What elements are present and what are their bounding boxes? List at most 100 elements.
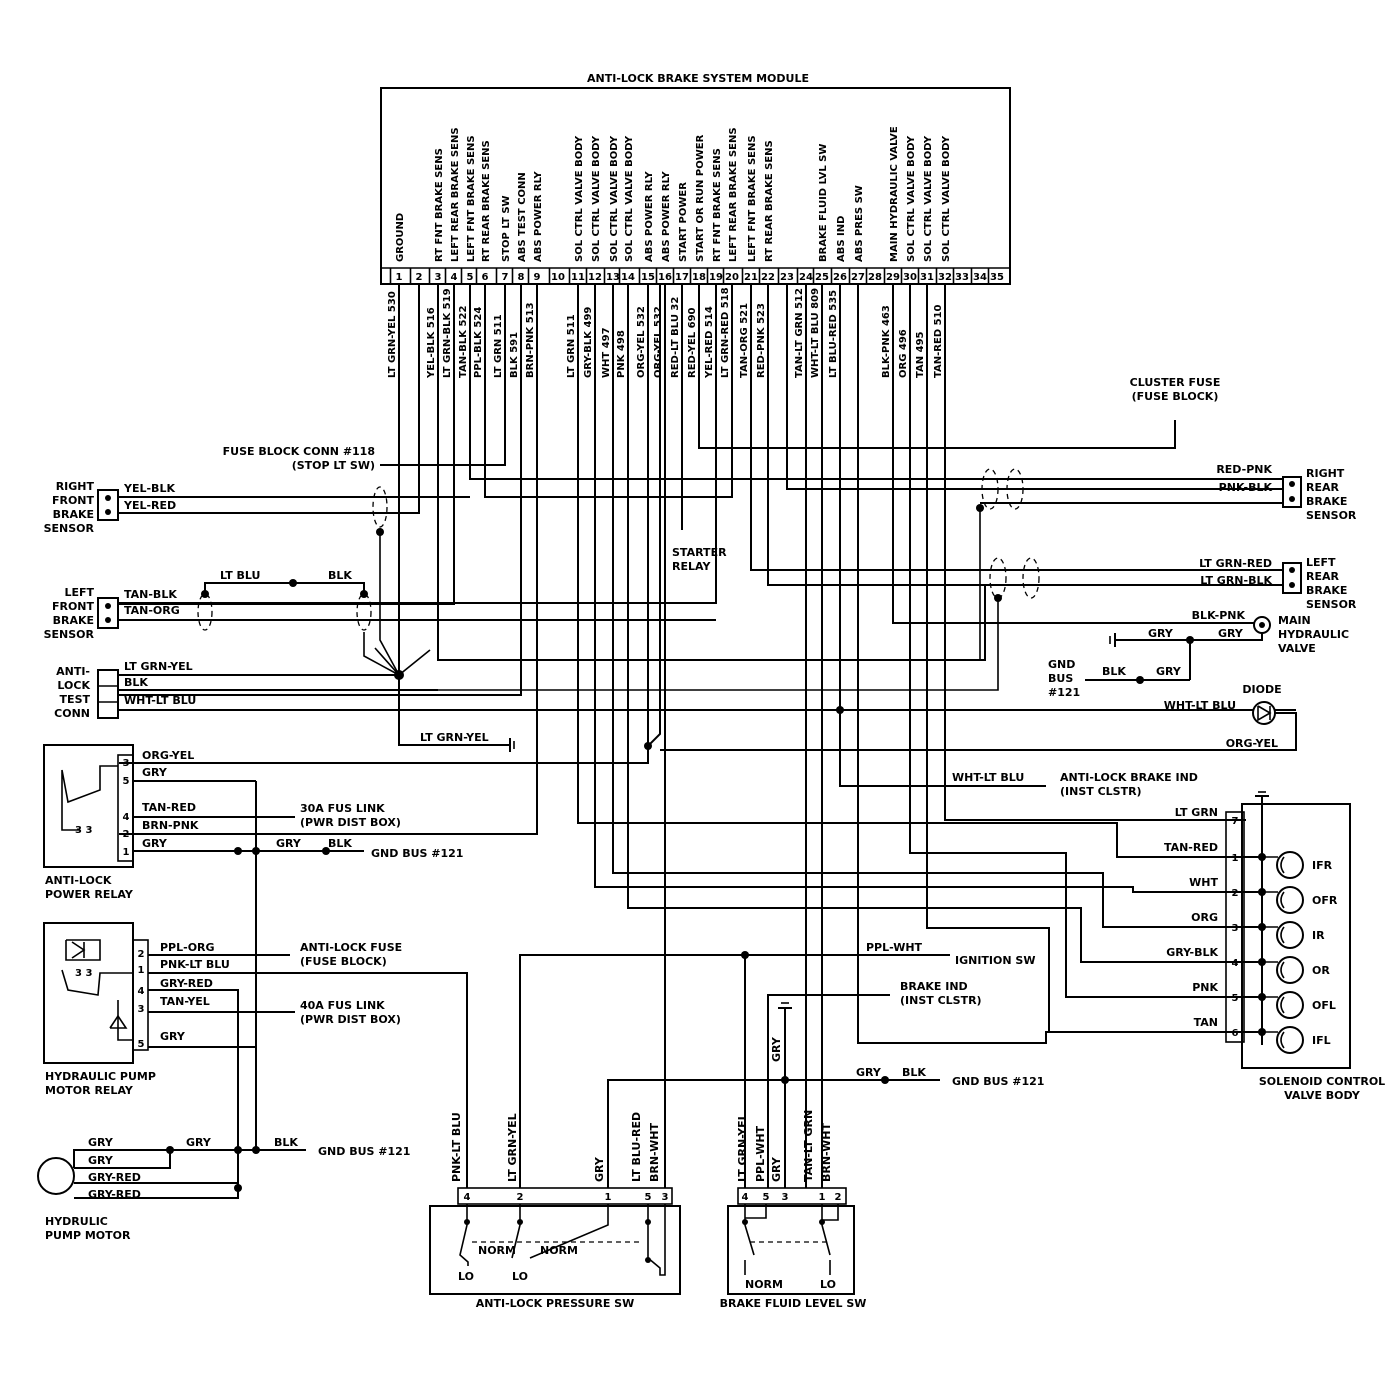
svg-text:(INST CLSTR): (INST CLSTR) bbox=[900, 994, 982, 1007]
svg-text:MAIN: MAIN bbox=[1278, 614, 1311, 627]
svg-text:BLK: BLK bbox=[124, 676, 148, 689]
svg-text:TAN-RED: TAN-RED bbox=[142, 801, 196, 814]
module-pin-13: 13 bbox=[606, 272, 620, 283]
pin-function-32: SOL CTRL VALVE BODY bbox=[941, 135, 952, 262]
pin-function-8: ABS TEST CONN bbox=[517, 172, 528, 262]
svg-text:(FUSE BLOCK): (FUSE BLOCK) bbox=[1132, 390, 1219, 403]
wire-label-32: TAN-RED 510 bbox=[933, 304, 944, 378]
svg-text:PNK-LT BLU: PNK-LT BLU bbox=[450, 1112, 463, 1182]
pin-function-17: START POWER bbox=[678, 182, 689, 262]
module-pin-29: 29 bbox=[886, 272, 900, 283]
svg-text:PNK-BLK: PNK-BLK bbox=[1219, 481, 1273, 494]
svg-text:BLK: BLK bbox=[274, 1136, 298, 1149]
svg-text:5: 5 bbox=[645, 1192, 652, 1203]
svg-text:LT GRN-YEL: LT GRN-YEL bbox=[506, 1113, 519, 1182]
svg-text:GND BUS #121: GND BUS #121 bbox=[318, 1145, 410, 1158]
pin-function-11: SOL CTRL VALVE BODY bbox=[574, 135, 585, 262]
module-pin-17: 17 bbox=[675, 272, 689, 283]
pin-function-25: BRAKE FLUID LVL SW bbox=[818, 144, 829, 262]
svg-text:5: 5 bbox=[138, 1039, 145, 1050]
svg-text:LEFT: LEFT bbox=[1306, 556, 1336, 569]
svg-text:WHT-LT BLU: WHT-LT BLU bbox=[952, 771, 1024, 784]
diode: DIODE WHT-LT BLU ORG-YEL bbox=[660, 683, 1297, 751]
svg-text:FRONT: FRONT bbox=[52, 494, 95, 507]
svg-text:WHT-LT BLU: WHT-LT BLU bbox=[124, 694, 196, 707]
module-pin-35: 35 bbox=[990, 272, 1004, 283]
svg-text:HYDRULIC: HYDRULIC bbox=[45, 1215, 108, 1228]
anti-lock-pressure-switch: 4 2 1 5 3 PNK-LT BLU LT GRN-YEL GRY LT B… bbox=[429, 1112, 681, 1310]
wire-label-6: PPL-BLK 524 bbox=[473, 307, 484, 378]
svg-text:ORG: ORG bbox=[1191, 911, 1218, 924]
svg-text:LT GRN-YEL: LT GRN-YEL bbox=[736, 1113, 749, 1182]
svg-text:3: 3 bbox=[123, 758, 130, 769]
svg-text:PPL-WHT: PPL-WHT bbox=[754, 1125, 767, 1182]
coil-ir: IR bbox=[1312, 929, 1325, 942]
wire-label-5: TAN-BLK 522 bbox=[458, 306, 469, 378]
svg-text:(STOP LT SW): (STOP LT SW) bbox=[292, 459, 375, 472]
pin-function-3: RT FNT BRAKE SENS bbox=[434, 148, 445, 262]
svg-text:PNK-LT BLU: PNK-LT BLU bbox=[160, 958, 230, 971]
svg-text:(FUSE BLOCK): (FUSE BLOCK) bbox=[300, 955, 387, 968]
module-pin-5: 5 bbox=[467, 272, 474, 283]
wire-label-4: LT GRN-BLK 519 bbox=[442, 288, 453, 378]
pin-function-19: RT FNT BRAKE SENS bbox=[712, 148, 723, 262]
svg-text:CLUSTER FUSE: CLUSTER FUSE bbox=[1130, 376, 1221, 389]
module-pin-19: 19 bbox=[709, 272, 723, 283]
svg-text:LT GRN-YEL: LT GRN-YEL bbox=[124, 660, 193, 673]
svg-text:PPL-WHT: PPL-WHT bbox=[866, 941, 923, 954]
pin-function-4: LEFT REAR BRAKE SENS bbox=[450, 127, 461, 262]
svg-text:3: 3 bbox=[662, 1192, 669, 1203]
module-pin-23: 23 bbox=[780, 272, 794, 283]
module-pin-3: 3 bbox=[435, 272, 442, 283]
svg-text:REAR: REAR bbox=[1306, 570, 1339, 583]
svg-text:PNK: PNK bbox=[1192, 981, 1218, 994]
svg-text:BRAKE: BRAKE bbox=[1306, 584, 1347, 597]
pin-function-27: ABS PRES SW bbox=[854, 185, 865, 262]
module-pin-18: 18 bbox=[692, 272, 706, 283]
svg-text:BRAKE IND: BRAKE IND bbox=[900, 980, 968, 993]
svg-text:PPL-ORG: PPL-ORG bbox=[160, 941, 215, 954]
wire-label-15: ORG-YEL 532 bbox=[636, 306, 647, 378]
svg-text:MOTOR RELAY: MOTOR RELAY bbox=[45, 1084, 134, 1097]
anti-lock-power-relay: 3 5 4 2 1 ORG-YEL GRY TAN-RED BRN-PNK GR… bbox=[43, 744, 463, 1150]
wire-label-9: BRN-PNK 513 bbox=[525, 302, 536, 378]
svg-text:2: 2 bbox=[1232, 888, 1239, 899]
starter-relay: STARTER RELAY bbox=[672, 546, 727, 573]
svg-text:LT GRN-RED: LT GRN-RED bbox=[1199, 557, 1272, 570]
svg-text:1: 1 bbox=[819, 1192, 826, 1203]
svg-text:GRY: GRY bbox=[1156, 665, 1182, 678]
wire-label-12: GRY-BLK 499 bbox=[583, 307, 594, 378]
svg-text:1: 1 bbox=[123, 847, 130, 858]
svg-text:4: 4 bbox=[123, 812, 130, 823]
hydraulic-pump-relay: 2 1 4 3 5 PPL-ORG PNK-LT BLU GRY-RED TAN… bbox=[43, 922, 468, 1188]
svg-text:GND: GND bbox=[1048, 658, 1075, 671]
module-pin-9: 9 bbox=[534, 272, 541, 283]
svg-text:GRY: GRY bbox=[593, 1156, 606, 1182]
svg-text:LT BLU-RED: LT BLU-RED bbox=[630, 1112, 643, 1182]
svg-text:GRY-RED: GRY-RED bbox=[88, 1171, 141, 1184]
pin-function-1: GROUND bbox=[395, 213, 406, 262]
module-pin-2: 2 bbox=[416, 272, 423, 283]
pin-function-22: RT REAR BRAKE SENS bbox=[764, 140, 775, 262]
svg-text:SENSOR: SENSOR bbox=[1306, 509, 1357, 522]
svg-text:HYDRAULIC: HYDRAULIC bbox=[1278, 628, 1349, 641]
svg-text:TAN-YEL: TAN-YEL bbox=[160, 995, 210, 1008]
ignition-and-indicators: PPL-WHT IGNITION SW BRAKE IND (INST CLST… bbox=[519, 941, 1044, 1188]
svg-text:GRY: GRY bbox=[142, 837, 168, 850]
module-function-labels: GROUND RT FNT BRAKE SENS LEFT REAR BRAKE S… bbox=[395, 126, 952, 262]
svg-text:ORG-YEL: ORG-YEL bbox=[142, 749, 194, 762]
module-pin-11: 11 bbox=[571, 272, 585, 283]
svg-text:RED-PNK: RED-PNK bbox=[1216, 463, 1272, 476]
wire-label-31: TAN 495 bbox=[915, 331, 926, 378]
module-pin-14: 14 bbox=[621, 272, 635, 283]
wire-label-1: LT GRN-YEL 530 bbox=[387, 291, 398, 378]
solenoid-control-valve-body: 7 1 2 3 4 5 6 LT GRN TAN-RED WHT ORG GRY… bbox=[1164, 791, 1385, 1102]
svg-text:SOLENOID CONTROL: SOLENOID CONTROL bbox=[1259, 1075, 1385, 1088]
svg-text:40A FUS LINK: 40A FUS LINK bbox=[300, 999, 385, 1012]
svg-text:LT GRN-YEL: LT GRN-YEL bbox=[420, 731, 489, 744]
pin-function-18: START OR RUN POWER bbox=[695, 134, 706, 262]
wire-label-18: RED-YEL 690 bbox=[687, 307, 698, 378]
wire-label-19: YEL-RED 514 bbox=[704, 306, 715, 379]
